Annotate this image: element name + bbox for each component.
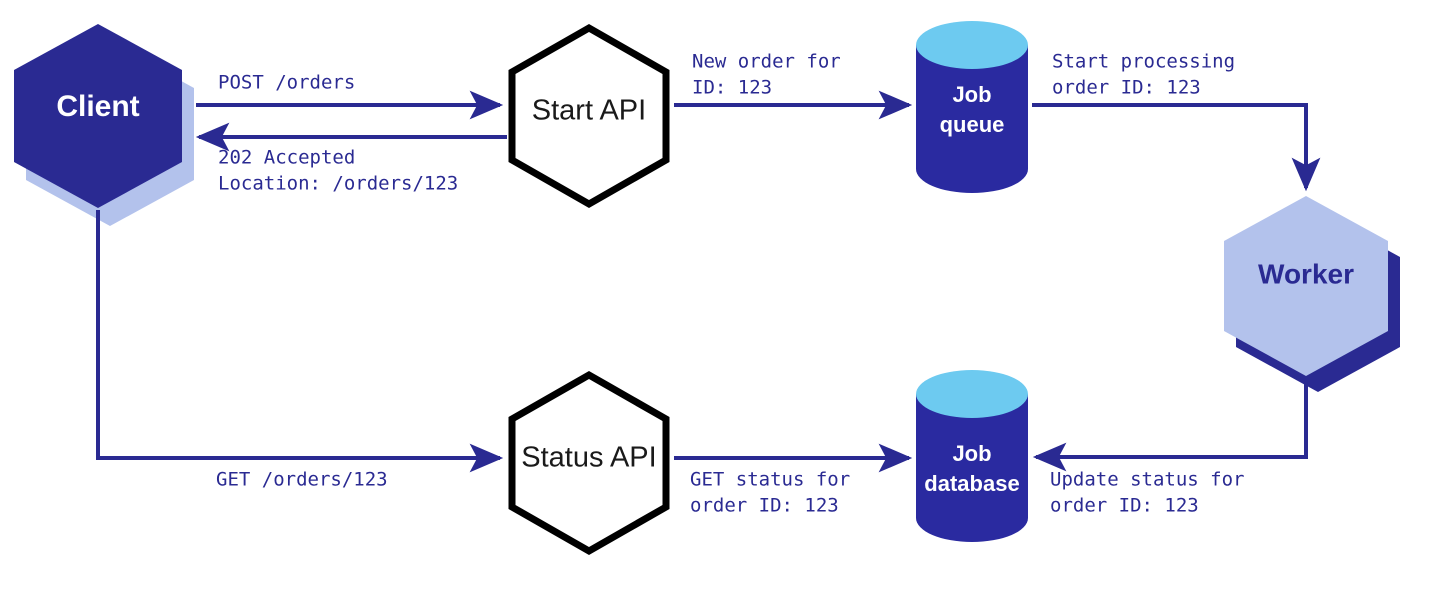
worker-label: Worker (1258, 258, 1354, 289)
client-hexagon-shape (14, 24, 182, 208)
edge-label-location-header: Location: /orders/123 (218, 173, 458, 195)
edge-start-api-to-client: 202 Accepted Location: /orders/123 (195, 122, 507, 195)
edge-job-queue-to-worker-line (1032, 103, 1321, 192)
job-queue-cylinder-top (916, 21, 1028, 69)
node-worker[interactable]: Worker (1224, 196, 1400, 392)
edge-client-to-status-api: GET /orders/123 (96, 210, 504, 491)
client-label: Client (56, 90, 139, 123)
edge-label-get-status-id: order ID: 123 (690, 495, 839, 517)
edge-client-to-status-api-line (96, 210, 504, 473)
job-queue-cylinder-body (916, 45, 1028, 193)
status-api-hexagon-shape (508, 370, 670, 556)
start-api-hexagon-shape (508, 23, 670, 209)
job-database-label-line2: database (924, 471, 1019, 496)
job-database-cylinder-top (916, 370, 1028, 418)
job-database-cylinder-body (916, 394, 1028, 542)
edge-label-202-accepted: 202 Accepted (218, 147, 355, 169)
node-status-api[interactable]: Status API (508, 370, 670, 556)
edge-start-api-to-job-queue: New order for ID: 123 (674, 51, 913, 120)
edge-label-start-processing-id: order ID: 123 (1052, 77, 1201, 99)
node-job-queue[interactable]: Job queue (916, 21, 1028, 193)
edge-client-to-start-api: POST /orders (196, 72, 504, 120)
edge-label-post-orders: POST /orders (218, 72, 355, 94)
edge-label-get-orders-123: GET /orders/123 (216, 469, 388, 491)
start-api-label: Start API (532, 95, 646, 127)
job-queue-label-line2: queue (940, 112, 1005, 137)
edge-label-new-order-id: ID: 123 (692, 77, 772, 99)
worker-hexagon-shape (1224, 196, 1388, 376)
edge-label-get-status-for: GET status for (690, 469, 850, 491)
node-client[interactable]: Client (14, 24, 194, 226)
edge-status-api-to-job-database: GET status for order ID: 123 (674, 443, 913, 517)
edge-label-start-processing: Start processing (1052, 51, 1235, 73)
node-start-api[interactable]: Start API (508, 23, 670, 209)
edge-worker-to-job-database: Update status for order ID: 123 (1032, 378, 1308, 517)
edge-label-update-status-for: Update status for (1050, 469, 1244, 491)
status-api-label: Status API (521, 442, 656, 474)
edge-label-update-status-id: order ID: 123 (1050, 495, 1199, 517)
job-queue-label-line1: Job (952, 82, 991, 107)
edge-worker-to-job-database-line (1032, 378, 1308, 472)
edge-label-new-order-for: New order for (692, 51, 841, 73)
job-database-label-line1: Job (952, 441, 991, 466)
edge-job-queue-to-worker: Start processing order ID: 123 (1032, 51, 1321, 192)
node-job-database[interactable]: Job database (916, 370, 1028, 542)
